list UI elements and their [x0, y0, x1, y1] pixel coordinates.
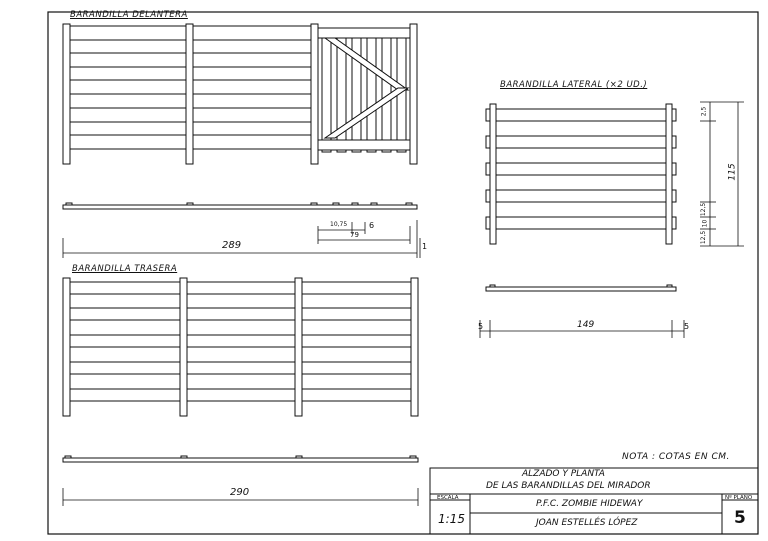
side-railing-title: BARANDILLA LATERAL (×2 UD.) — [500, 80, 648, 90]
side-top-dimension: 2,5 — [700, 106, 708, 117]
side-r2-dimension: 10 — [701, 219, 709, 228]
side-left-dimension: 5 — [478, 322, 484, 331]
back-railing-title: BARANDILLA TRASERA — [72, 264, 178, 274]
sheet-frame — [47, 11, 759, 535]
front-total-dimension: 289 — [222, 240, 242, 251]
back-dimension-lines — [62, 488, 419, 506]
back-railing-plan — [62, 455, 419, 463]
author-name: JOAN ESTELLÉS LÓPEZ — [536, 518, 638, 528]
title-block — [429, 467, 759, 535]
front-a-dimension: 10,75 — [330, 221, 348, 228]
side-width-dimension: 149 — [577, 320, 595, 330]
side-height-dimension: 115 — [727, 163, 738, 181]
side-railing-plan — [485, 284, 677, 292]
front-railing-elevation — [62, 23, 418, 165]
drawing-title-line1: ALZADO Y PLANTA — [522, 469, 605, 479]
side-dimension-lines — [479, 101, 744, 338]
front-dimension-lines — [62, 220, 421, 258]
project-name: P.F.C. ZOMBIE HIDEWAY — [536, 499, 643, 509]
scale-value: 1:15 — [438, 512, 465, 526]
side-r3-dimension: 12,5 — [700, 230, 708, 245]
front-c-dimension: 79 — [350, 231, 359, 239]
side-r1-dimension: 12,5 — [700, 202, 708, 217]
side-railing-elevation — [485, 103, 677, 245]
back-railing-elevation — [62, 277, 419, 417]
sheet-number: 5 — [734, 508, 746, 528]
drawing-title-line2: DE LAS BARANDILLAS DEL MIRADOR — [486, 481, 651, 491]
front-end-dimension: 1 — [422, 242, 428, 251]
front-railing-title: BARANDILLA DELANTERA — [70, 10, 188, 20]
units-note: NOTA : COTAS EN CM. — [622, 452, 730, 462]
front-b-dimension: 6 — [369, 221, 375, 230]
side-right-dimension: 5 — [684, 322, 690, 331]
scale-label: ESCALA — [437, 495, 459, 501]
front-railing-plan — [62, 202, 418, 210]
back-total-dimension: 290 — [230, 487, 250, 498]
sheet-number-label: Nº PLANO — [725, 495, 753, 501]
